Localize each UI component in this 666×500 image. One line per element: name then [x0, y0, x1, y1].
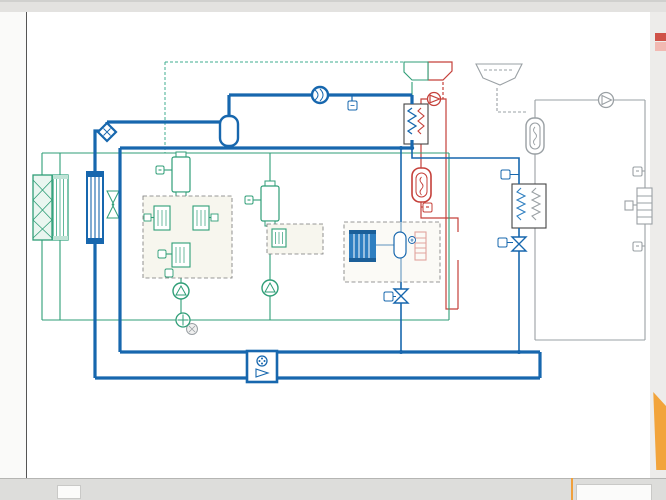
orange-marker-line	[571, 478, 573, 500]
rear-drive-motor	[244, 180, 280, 227]
dcdc-converter	[143, 205, 171, 231]
electronic-pump-battery	[597, 91, 615, 109]
right-margin	[650, 12, 666, 478]
slide-page	[27, 12, 650, 478]
battery-expansion-tank	[475, 63, 523, 86]
battery-coolant-loop	[475, 63, 653, 341]
page-left-edge	[26, 12, 27, 478]
radiator	[52, 174, 69, 241]
rear-mcu-box	[266, 223, 324, 255]
water-heater-center	[411, 167, 432, 203]
lcc	[403, 103, 429, 145]
obc-charger	[192, 205, 219, 231]
electronic-three-way-valve	[175, 312, 198, 335]
water-heater-right	[525, 117, 545, 155]
window-tag-pink	[655, 42, 666, 51]
front-drive-motor	[155, 151, 191, 198]
window-tag-red	[655, 33, 666, 41]
active-grille	[32, 174, 53, 241]
orange-ribbon	[653, 392, 666, 470]
txv-sov-valve	[383, 288, 410, 304]
pt-tank-red-half	[427, 61, 453, 81]
chrome-thumbnail-right	[576, 484, 652, 500]
exv-valve	[497, 236, 528, 252]
chiller-line-sensor	[500, 169, 511, 180]
chiller	[511, 183, 547, 229]
gas-liquid-separator	[218, 114, 240, 148]
evaporator	[349, 230, 376, 262]
refrigerant-loop	[86, 85, 542, 384]
mcu-f-igbt	[157, 242, 191, 278]
hvac-capsule	[393, 231, 416, 259]
expansion-dashed-lines	[164, 61, 420, 153]
electronic-fan	[106, 190, 120, 219]
outside-heat-exchanger	[86, 171, 104, 244]
chrome-thumbnail-left	[57, 485, 81, 499]
electronic-pump-2	[261, 279, 279, 297]
battery-cooling-channel	[624, 187, 653, 225]
pt-tank-green-half	[403, 61, 429, 81]
electric-compressor	[310, 85, 330, 105]
bottom-chrome-bar	[0, 478, 666, 500]
left-margin	[0, 12, 27, 478]
top-chrome-bar	[0, 0, 666, 14]
electronic-pump-1	[172, 282, 190, 300]
coolant-pump-red	[426, 91, 442, 107]
electronic-fourway-valve	[96, 121, 118, 143]
powertrain-coolant-loop	[32, 61, 450, 335]
excv	[245, 349, 279, 384]
